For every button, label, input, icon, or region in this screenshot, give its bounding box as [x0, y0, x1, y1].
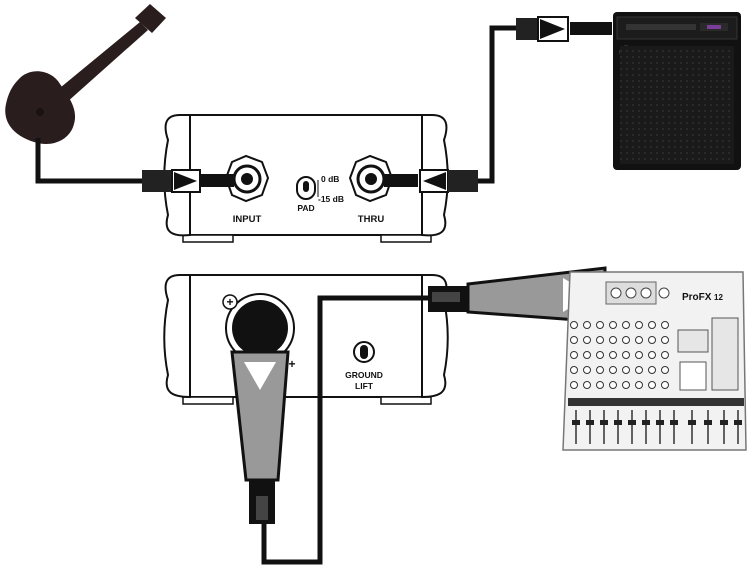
xlr-cable — [261, 295, 432, 565]
di-box-rear — [163, 274, 449, 405]
pad-label: PAD — [297, 203, 314, 213]
plus-icon — [222, 294, 238, 310]
xlr-plus-1: + — [226, 295, 233, 309]
guitar-cable — [35, 138, 148, 184]
input-jack[interactable] — [224, 154, 270, 203]
amplifier-icon — [613, 12, 741, 170]
guitar-icon — [5, 4, 166, 144]
ground-lift-label-2: LIFT — [355, 381, 374, 391]
input-label: INPUT — [233, 214, 262, 225]
pad-minus15-label: -15 dB — [318, 194, 344, 204]
xlr-output-jack[interactable] — [225, 293, 295, 363]
mixer-brand: ProFX — [682, 292, 712, 303]
quarter-inch-plug-icon — [142, 169, 234, 193]
thru-plug — [384, 169, 478, 193]
xlr-cable-icon — [230, 350, 290, 524]
pad-switch[interactable] — [296, 176, 316, 200]
ground-lift-label-1: GROUND — [345, 370, 383, 380]
ground-lift-switch[interactable] — [353, 341, 375, 363]
mixer-model: 12 — [714, 293, 723, 302]
amp-cable — [478, 25, 518, 184]
amp-plug — [516, 16, 612, 42]
pad-0db-label: 0 dB — [321, 174, 339, 184]
xlr-plus-2: + — [288, 357, 295, 371]
mixer-icon — [562, 271, 747, 451]
thru-label: THRU — [358, 214, 385, 225]
